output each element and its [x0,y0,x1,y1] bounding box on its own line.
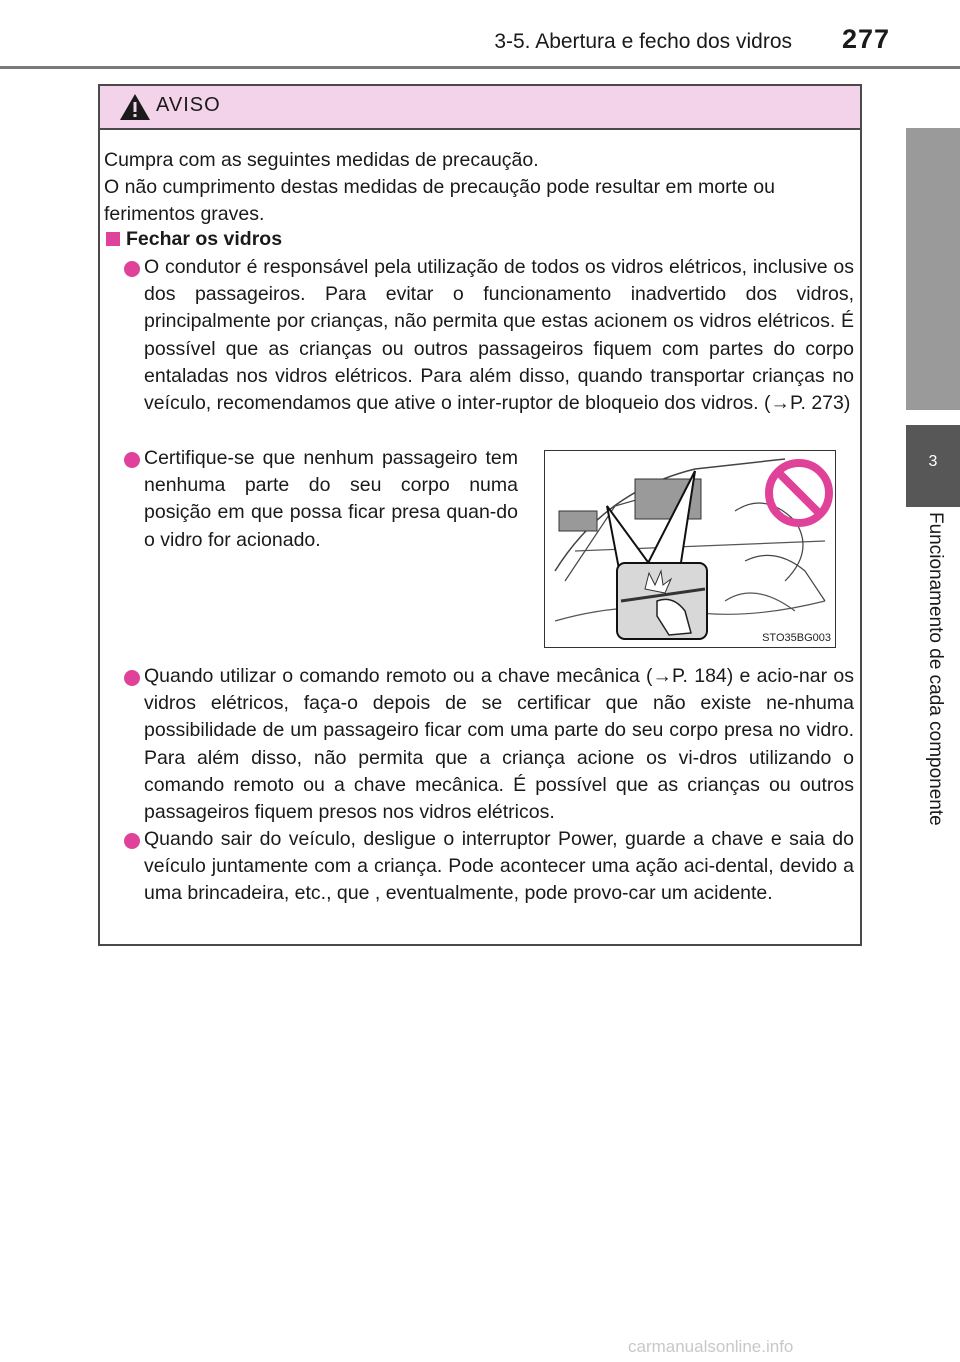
image-code: STO35BG003 [762,632,831,644]
warning-box: AVISO [98,84,862,946]
bullet-text-4: Quando sair do veículo, desligue o inter… [144,828,854,905]
warning-triangle-icon [120,94,150,120]
chapter-number: 3 [928,453,938,470]
side-tab-upper [906,128,960,410]
chapter-title-vertical: Funcionamento de cada componente [906,512,960,912]
warning-title: AVISO [156,94,221,116]
bullet-text-1: O condutor é responsável pela utilização… [144,256,854,415]
car-window-illustration [554,458,833,640]
bullet-icon [124,452,140,468]
bullet-icon [124,670,140,686]
section-title: 3-5. Abertura e fecho dos vidros [494,30,792,53]
square-bullet-icon [106,232,120,246]
chapter-tab: 3 [906,425,960,507]
bullet-text-3: Quando utilizar o comando remoto ou a ch… [144,665,854,824]
warning-subheading: Fechar os vidros [126,228,283,250]
warning-intro-2: O não cumprimento destas medidas de prec… [104,176,775,226]
watermark: carmanualsonline.info [628,1337,794,1356]
bullet-icon [124,261,140,277]
page-number: 277 [841,24,890,54]
illustration-window-hazard: STO35BG003 [544,450,836,648]
bullet-text-2: Certifique-se que nenhum passageiro tem … [144,447,518,551]
warning-header: AVISO [100,86,860,130]
page-header: 3-5. Abertura e fecho dos vidros 277 [0,0,960,69]
warning-intro-1: Cumpra com as seguintes medidas de preca… [104,149,539,171]
bullet-icon [124,833,140,849]
chapter-title: Funcionamento de cada componente [925,512,946,826]
